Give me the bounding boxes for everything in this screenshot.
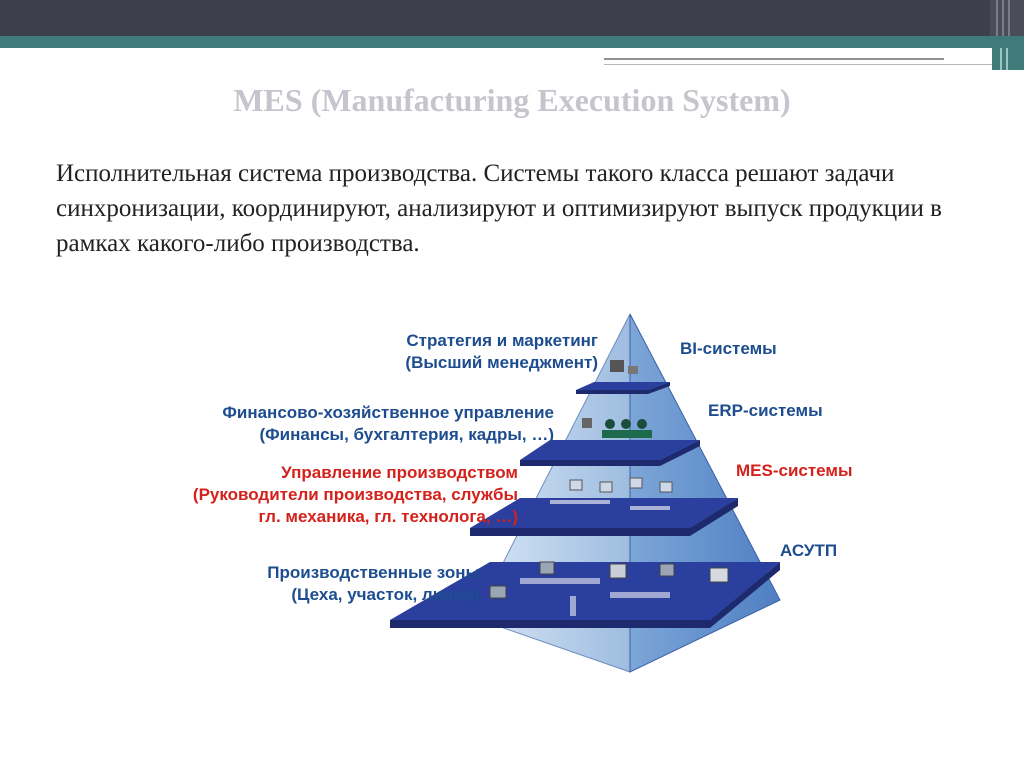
level-1-title: Стратегия и маркетинг [406, 331, 598, 350]
pyramid-tier-1-edge [576, 382, 670, 394]
level-3-subtitle: (Руководители производства, службы [193, 485, 518, 504]
level-4-subtitle: (Цеха, участок, линии) [291, 585, 480, 604]
header-bar [0, 0, 1024, 36]
office-icon [610, 360, 624, 372]
pyramid-tier-1-floor [576, 382, 670, 390]
slide-title: MES (Manufacturing Execution System) [233, 82, 791, 118]
pyramid-tier-4-floor [390, 562, 780, 620]
level-2-system: ERP-системы [708, 401, 823, 420]
pyramid-tier-3-floor [470, 498, 738, 528]
level-2-subtitle: (Финансы, бухгалтерия, кадры, …) [259, 425, 554, 444]
header-accent-stripe [0, 36, 1024, 48]
level-1-system: BI-системы [680, 339, 777, 358]
pyramid-tier-3-edge [470, 498, 738, 536]
pyramid-tier-2-floor [520, 440, 700, 460]
header-decor-lines [604, 48, 1024, 70]
intro-paragraph: Исполнительная система производства. Сис… [56, 160, 942, 257]
level-3-system: MES-системы [736, 461, 853, 480]
level-3-subtitle-2: гл. механика, гл. технолога, …) [259, 507, 519, 526]
level-4-title: Производственные зоны [267, 563, 480, 582]
factory-floor-icon [489, 561, 729, 616]
meeting-icon [582, 418, 652, 438]
automation-pyramid-diagram: Стратегия и маркетинг (Высший менеджмент… [193, 313, 853, 673]
pyramid-tier-2-edge [520, 440, 700, 466]
pyramid-tier-4-edge [390, 562, 780, 628]
level-3-title: Управление производством [281, 463, 518, 482]
workstations-icon [550, 477, 673, 510]
header-corner-decor [990, 0, 1024, 36]
level-4-system: АСУТП [780, 541, 837, 560]
level-2-title: Финансово-хозяйственное управление [222, 403, 554, 422]
level-1-subtitle: (Высший менеджмент) [405, 353, 598, 372]
